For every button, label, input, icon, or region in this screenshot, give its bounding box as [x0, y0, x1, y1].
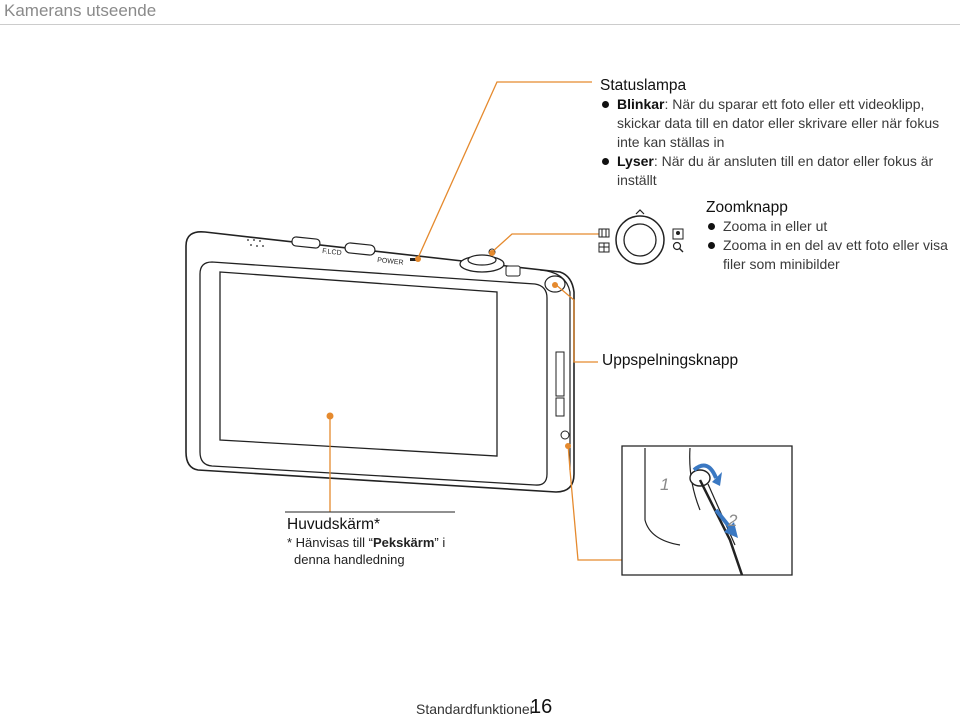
- blink-term: Blinkar: [617, 96, 665, 112]
- power-button: [344, 242, 376, 256]
- strap-inset: [621, 445, 793, 576]
- strap-marker: [565, 443, 571, 449]
- zoom-item-2-cont: filer som minibilder: [723, 256, 840, 272]
- strap-eyelet: [560, 430, 570, 440]
- playback-title: Uppspelningsknapp: [602, 352, 739, 369]
- playback-leader: [554, 283, 598, 363]
- note-prefix: * Hänvisas till “: [287, 535, 373, 550]
- blink-text-1: : När du sparar ett foto eller ett video…: [664, 96, 925, 112]
- blink-text-3: inte kan ställas in: [617, 134, 725, 150]
- side-icon: [505, 265, 521, 277]
- note-suffix: ” i: [434, 535, 446, 550]
- zoom-callout: Zoomknapp Zooma in eller ut Zooma in en …: [706, 199, 956, 274]
- strap-step-2: 2: [727, 511, 738, 530]
- main-screen: [219, 271, 498, 457]
- status-lamp-leader: [417, 81, 592, 259]
- grid-icon: [598, 242, 610, 253]
- note-term: Pekskärm: [372, 535, 435, 550]
- main-screen-marker: [326, 412, 334, 420]
- main-screen-note-2: denna handledning: [294, 552, 405, 567]
- side-port-cover: [555, 351, 565, 397]
- main-screen-callout: Huvudskärm* * Hänvisas till “Pekskärm” i…: [287, 516, 477, 568]
- zoom-marker: [489, 250, 495, 256]
- strap-step-1: 1: [660, 475, 669, 494]
- magnify-icon: [672, 241, 684, 253]
- status-lamp-blink: Blinkar: När du sparar ett foto eller et…: [600, 95, 955, 114]
- status-lamp-marker: [415, 256, 421, 262]
- lit-text-1: : När du är ansluten till en dator eller…: [653, 153, 934, 169]
- status-lamp-title: Statuslampa: [600, 77, 687, 94]
- status-lamp: [410, 258, 420, 261]
- blink-text-2: skickar data till en dator eller skrivar…: [617, 115, 940, 131]
- side-port: [555, 397, 565, 417]
- footer-section-name: Standardfunktioner: [416, 701, 535, 717]
- section-header-title: Kamerans utseende: [4, 1, 157, 20]
- speaker-grille: [247, 239, 264, 247]
- header-bar: [0, 0, 960, 25]
- thumbnail-icon: [598, 228, 610, 238]
- strap-leader: [567, 443, 622, 561]
- zoom-dial-notch: [635, 209, 645, 215]
- playback-marker: [552, 282, 558, 288]
- flcd-button: [291, 236, 321, 249]
- zoom-item-1: Zooma in eller ut: [706, 217, 956, 236]
- zoom-leader: [491, 233, 600, 253]
- zoom-title: Zoomknapp: [706, 199, 788, 216]
- zoom-dial-inner: [623, 223, 657, 257]
- power-label: POWER: [377, 257, 404, 267]
- status-lamp-lit: Lyser: När du är ansluten till en dator …: [600, 152, 955, 171]
- main-screen-title: Huvudskärm*: [287, 516, 381, 533]
- footer-page-number: 16: [530, 696, 553, 718]
- portrait-zoom-icon: [672, 228, 684, 240]
- status-lamp-callout: Statuslampa Blinkar: När du sparar ett f…: [600, 77, 955, 190]
- main-screen-note: * Hänvisas till “Pekskärm” i: [287, 534, 477, 551]
- shutter-button: [467, 254, 497, 266]
- lit-term: Lyser: [617, 153, 654, 169]
- flcd-label: F.LCD: [322, 248, 342, 257]
- lit-text-2: inställt: [617, 172, 657, 188]
- zoom-item-2: Zooma in en del av ett foto eller visa: [706, 236, 956, 255]
